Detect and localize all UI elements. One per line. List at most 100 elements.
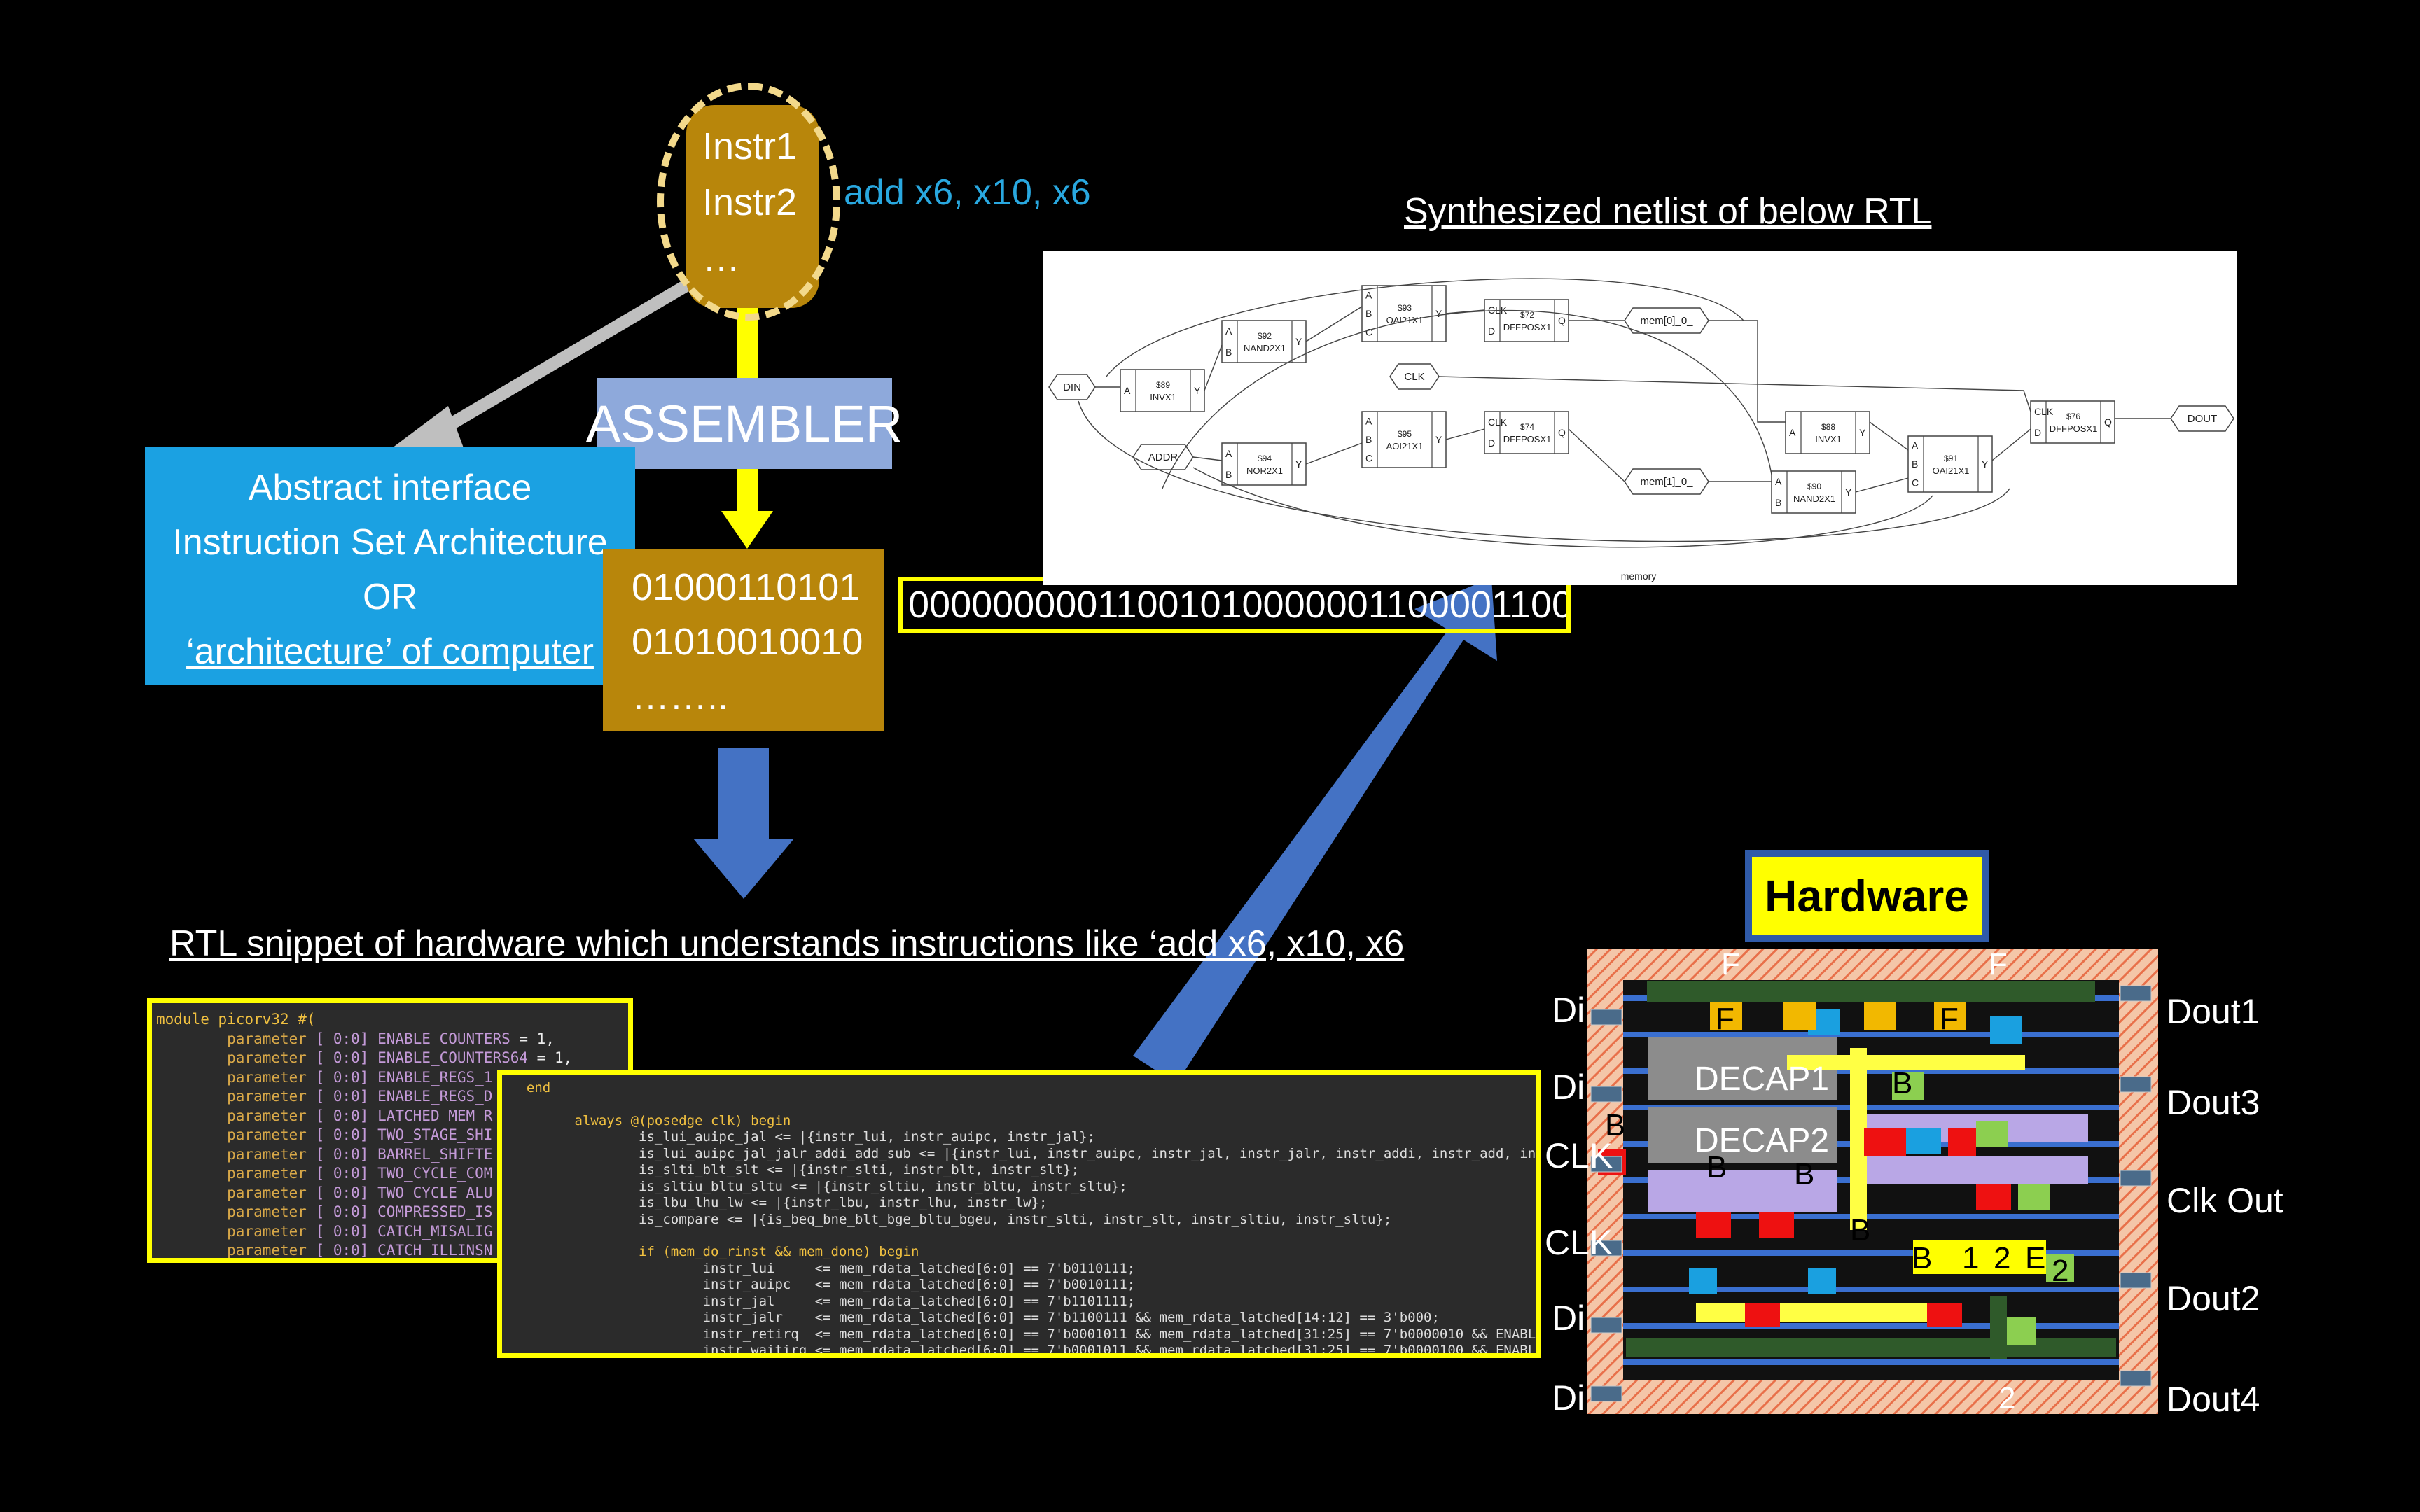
code-line: instr_lui <= mem_rdata_latched[6:0] == 7… (510, 1260, 1136, 1276)
netlist-wire (1438, 376, 2031, 412)
param-range: [ 0:0] (315, 1203, 378, 1220)
cell-b-text-6: B (1892, 1066, 1912, 1100)
top-f-left: F (1721, 947, 1740, 981)
cell-orange-1 (1783, 1002, 1816, 1030)
netlist-cell-id: $89 (1156, 380, 1170, 390)
netlist-cell-out: Y (1194, 385, 1201, 396)
netlist-pin: A (1225, 326, 1232, 337)
param-range: [ 0:0] (315, 1068, 378, 1086)
cell-2b-text: 2 (2052, 1254, 2068, 1288)
netlist-cell (1361, 285, 1447, 342)
netlist-wire (1445, 428, 1485, 440)
pin-clk-2: CLK (1545, 1223, 1613, 1262)
cell-e-text: E (2025, 1241, 2045, 1275)
netlist-cell-id: $95 (1398, 429, 1412, 439)
cell-green-f (2004, 1317, 2036, 1345)
cell-2-text: 2 (1994, 1241, 2010, 1275)
pin-di-3: Di (1552, 1298, 1585, 1338)
netlist-pin: A (1365, 289, 1372, 300)
netlist-cell-type: INVX1 (1150, 392, 1176, 402)
io-pad (1590, 1086, 1622, 1102)
param-keyword: parameter (156, 1107, 316, 1124)
param-name: CATCH_MISALIG (377, 1222, 502, 1240)
netlist-wire (1078, 400, 2010, 542)
netlist-pin: D (1488, 438, 1495, 449)
netlist-cell-out: Y (1845, 486, 1852, 498)
cell-orange-f2 (1934, 1002, 1966, 1030)
param-line: parameter [ 0:0] CATCH_ILLINSN (156, 1241, 624, 1259)
param-keyword: parameter (156, 1068, 316, 1086)
pin-di-4: Di (1552, 1378, 1585, 1418)
binary-line1: 01000110101 (632, 566, 861, 608)
cell-orange-e (1864, 1002, 1896, 1030)
netlist-cell-id: $91 (1944, 454, 1958, 463)
io-pad (2120, 985, 2152, 1002)
netlist-pin: B (1365, 308, 1372, 319)
param-name: ENABLE_COUNTERS (377, 1030, 520, 1047)
top-f-right: F (1989, 947, 2008, 981)
netlist-cell-out: Q (1558, 427, 1566, 438)
param-line: parameter [ 0:0] COMPRESSED_IS (156, 1203, 624, 1222)
netlist-cell-out: Y (1295, 458, 1302, 470)
netlist-cell-type: AOI21X1 (1386, 441, 1424, 451)
param-range: [ 0:0] (315, 1184, 378, 1201)
param-name: ENABLE_REGS_D (377, 1088, 502, 1105)
isa-line3: OR (363, 577, 417, 617)
param-name: CATCH_ILLINSN (377, 1242, 502, 1259)
io-pad (1590, 1317, 1622, 1334)
netlist-cell (1771, 470, 1856, 514)
netlist-pin: D (1488, 326, 1495, 337)
code-line: instr_jal <= mem_rdata_latched[6:0] == 7… (510, 1293, 1136, 1309)
cell-blue-2 (1689, 1268, 1717, 1294)
code-line: is_slti_blt_slt <= |{instr_slti, instr_b… (510, 1162, 1080, 1177)
rtl-to-netlist-arrow (1133, 578, 1497, 1084)
netlist-cell-type: NOR2X1 (1246, 465, 1283, 476)
cell-green-u (2018, 1184, 2050, 1210)
netlist-wire (1855, 477, 1909, 493)
cell-red-4 (1696, 1212, 1731, 1238)
netlist-wire (1162, 310, 1772, 489)
netlist-cell-out: Q (1558, 315, 1566, 326)
cell-b-text-3: B (1794, 1157, 1814, 1191)
port-dout-label: DOUT (2188, 413, 2218, 425)
isa-line2: Instruction Set Architecture (172, 522, 608, 563)
assembler-to-binary-arrowhead (721, 511, 773, 549)
always-list: end always @(posedge clk) begin is_lui_a… (510, 1080, 1541, 1353)
power-rail (1623, 1287, 2119, 1292)
netlist-pin: B (1225, 346, 1232, 358)
code-line: is_compare <= |{is_beq_bne_blt_bge_bltu_… (510, 1211, 1392, 1227)
netlist-cell-out: Y (1435, 308, 1442, 319)
param-range: [ 0:0] (315, 1222, 378, 1240)
layout-cells (1598, 981, 2116, 1359)
left-pins (1590, 1009, 1622, 1402)
cell-green-b (1976, 1121, 2008, 1147)
port-din-label: DIN (1063, 382, 1081, 393)
always-code-panel: end always @(posedge clk) begin is_lui_a… (497, 1070, 1541, 1358)
cell-b-text-4: B (1850, 1213, 1870, 1247)
netlist-cell-out: Y (1435, 434, 1442, 445)
decap2-cell (1648, 1107, 1837, 1163)
param-line: parameter [ 0:0] TWO_CYCLE_ALU (156, 1184, 624, 1203)
pin-dout4: Dout4 (2167, 1380, 2260, 1419)
module-code-panel: module picorv32 #( parameter [ 0:0] ENAB… (147, 998, 633, 1263)
code-line: is_lui_auipc_jal_jalr_addi_add_sub <= |{… (510, 1145, 1541, 1161)
netlist-pin: A (1365, 415, 1372, 426)
netlist-wire (1869, 421, 1909, 451)
param-line: parameter [ 0:0] ENABLE_COUNTERS = 1, (156, 1030, 624, 1049)
power-rail (1623, 1214, 2119, 1219)
netlist-pin: B (1365, 434, 1372, 445)
instr-to-isa-arrowhead (392, 406, 466, 454)
pin-clk-1: CLK (1545, 1136, 1613, 1175)
cell-b-text-1: B (1605, 1108, 1625, 1142)
param-keyword: parameter (156, 1203, 316, 1220)
netlist-cell (1221, 320, 1307, 363)
binary-to-rtl-arrow (693, 748, 794, 899)
power-rail (1623, 1105, 2119, 1110)
param-range: [ 0:0] (315, 1242, 378, 1259)
code-line: is_lbu_lhu_lw <= |{instr_lbu, instr_lhu,… (510, 1195, 1048, 1210)
cell-1-text: 1 (1962, 1241, 1979, 1275)
param-line: parameter [ 0:0] ENABLE_COUNTERS64 = 1, (156, 1049, 624, 1068)
module-header: module picorv32 #( (156, 1011, 316, 1028)
netlist-cell-out: Y (1295, 336, 1302, 347)
code-line: is_sltiu_bltu_sltu <= |{instr_sltiu, ins… (510, 1178, 1127, 1194)
